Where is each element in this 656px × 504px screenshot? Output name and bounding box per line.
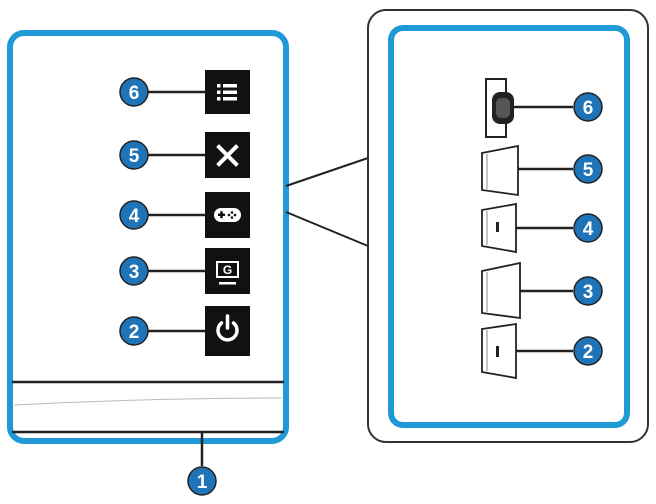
side-button-5-shape[interactable] <box>481 144 519 197</box>
side-callout-4: 4 <box>573 213 603 243</box>
front-panel <box>7 30 289 466</box>
side-callout-6: 6 <box>573 92 603 122</box>
gameplus-icon: G <box>216 261 239 285</box>
front-callout-3-number: 3 <box>129 262 140 283</box>
joystick-housing <box>485 78 507 138</box>
front-panel-frame <box>7 30 289 444</box>
front-callout-5: 5 <box>119 140 149 170</box>
side-key-4[interactable] <box>481 202 573 254</box>
front-button-2[interactable] <box>148 306 250 356</box>
zoom-line-lower <box>285 211 369 247</box>
front-callout-2: 2 <box>119 316 149 346</box>
side-panel-inner <box>388 25 630 428</box>
front-callout-6-number: 6 <box>129 83 140 104</box>
front-button-4[interactable] <box>148 192 250 238</box>
power-icon <box>216 314 239 342</box>
gameplus-icon-letter: G <box>223 263 232 277</box>
side-button-3-shape[interactable] <box>481 261 521 320</box>
front-callout-4: 4 <box>119 200 149 230</box>
side-key-3[interactable] <box>481 261 573 320</box>
side-callout-3-number: 3 <box>583 282 594 303</box>
side-key-2[interactable] <box>481 322 573 380</box>
power-button[interactable] <box>205 306 250 356</box>
front-button-6[interactable] <box>148 70 250 114</box>
side-callout-4-number: 4 <box>583 219 594 240</box>
side-key-6[interactable] <box>485 78 573 138</box>
side-button-2-mark <box>496 346 499 357</box>
side-callout-2-number: 2 <box>583 342 594 363</box>
gamepad-icon <box>214 208 241 222</box>
close-icon <box>216 144 239 167</box>
bottom-callout-1-number: 1 <box>197 472 208 493</box>
zoom-line-upper <box>285 157 369 187</box>
front-callout-3: 3 <box>119 256 149 286</box>
side-key-5[interactable] <box>481 144 573 197</box>
side-callout-6-number: 6 <box>583 98 594 119</box>
front-button-5[interactable] <box>148 132 250 178</box>
front-button-3[interactable]: G <box>148 248 250 294</box>
bottom-callout-1: 1 <box>187 466 217 496</box>
side-button-4-mark <box>496 222 499 232</box>
front-callout-4-number: 4 <box>129 206 140 227</box>
side-callout-3: 3 <box>573 276 603 306</box>
side-callout-2: 2 <box>573 336 603 366</box>
front-callout-2-number: 2 <box>129 322 140 343</box>
front-callout-5-number: 5 <box>129 146 140 167</box>
front-callout-6: 6 <box>119 77 149 107</box>
side-callout-5-number: 5 <box>583 160 594 181</box>
side-callout-5: 5 <box>573 154 603 184</box>
bezel-shadow <box>13 397 283 406</box>
menu-icon <box>217 84 237 101</box>
